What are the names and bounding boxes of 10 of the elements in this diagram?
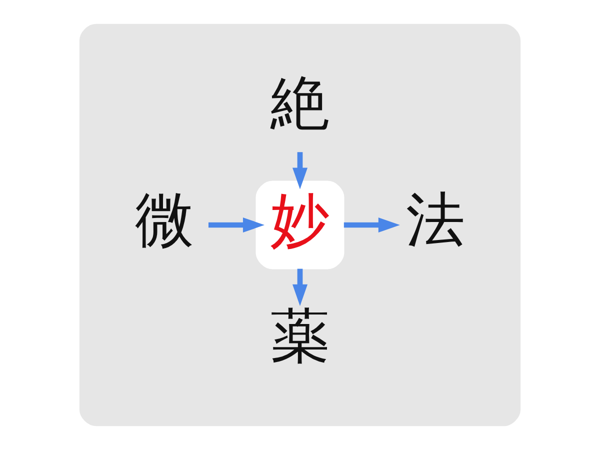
node-text: 法: [406, 185, 465, 254]
cluster: [79, 24, 521, 426]
arrow: [208, 217, 264, 233]
node-box: 妙: [256, 180, 344, 270]
arrow: [292, 268, 308, 306]
arrow: [344, 217, 400, 233]
node-text: 薬: [270, 302, 330, 371]
node-text: 絶: [270, 68, 330, 138]
node-text: 微: [135, 185, 194, 254]
arrow: [292, 152, 308, 190]
